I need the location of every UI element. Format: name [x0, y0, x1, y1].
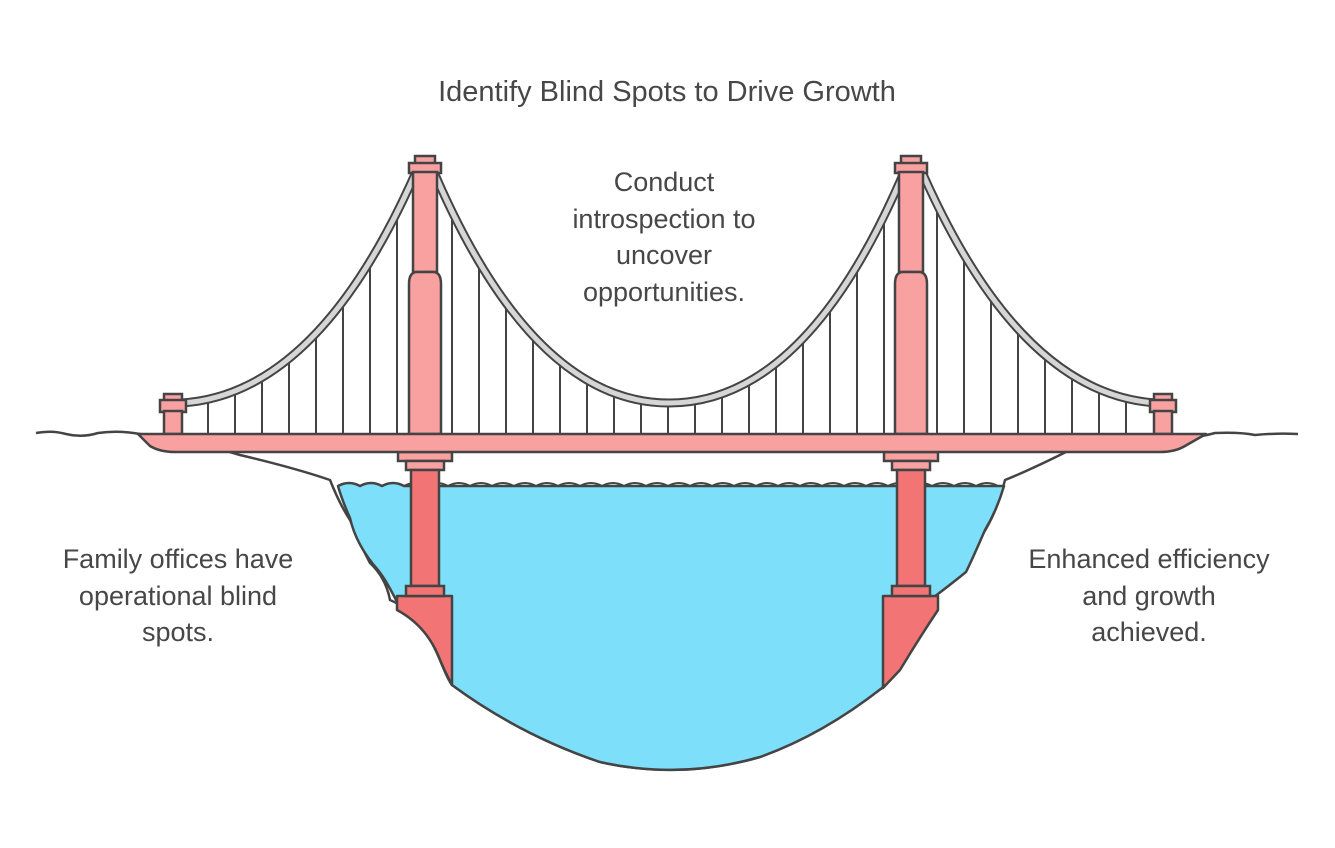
bridge-deck	[136, 432, 1208, 454]
left-tower	[407, 154, 443, 436]
right-foundation	[881, 594, 940, 690]
suspender-cables	[207, 207, 1127, 434]
right-tower	[893, 154, 929, 436]
main-cables	[176, 160, 1162, 408]
right-caption: Enhanced efficiency and growth achieved.	[1028, 544, 1270, 647]
left-caption: Family offices have operational blind sp…	[62, 544, 294, 647]
water-waves	[337, 482, 999, 488]
right-lower-pillar	[882, 450, 940, 598]
left-foundation	[395, 594, 454, 687]
diagram-title: Identify Blind Spots to Drive Growth	[438, 76, 896, 108]
left-end-post	[158, 392, 188, 436]
left-lower-pillar	[396, 450, 454, 598]
middle-caption: Conduct introspection to uncover opportu…	[572, 167, 756, 307]
right-end-post	[1148, 392, 1178, 436]
